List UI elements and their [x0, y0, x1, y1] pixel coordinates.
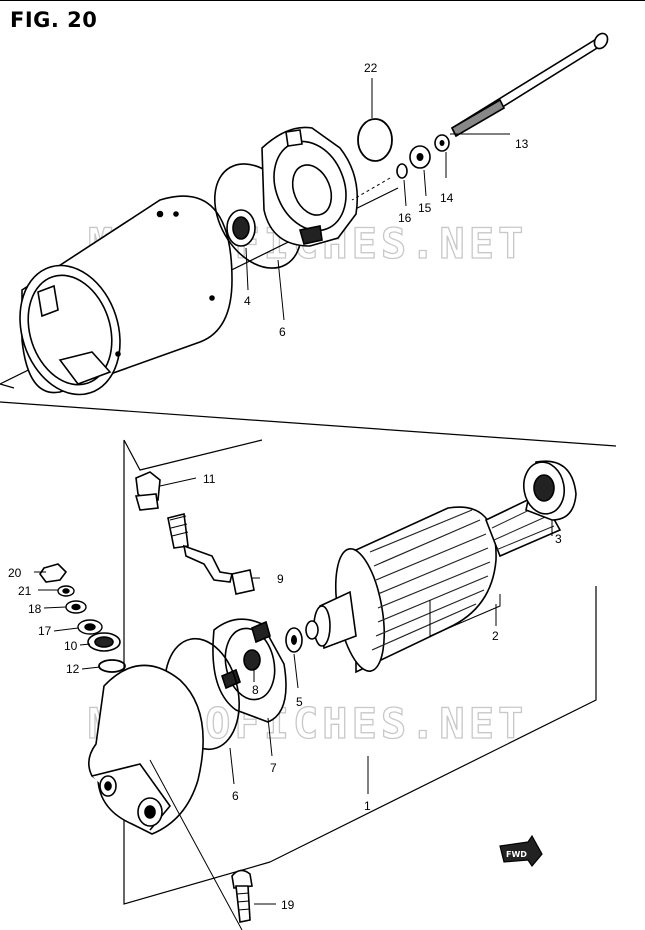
washer-14	[434, 134, 450, 152]
commutator-end-housing	[88, 664, 204, 835]
callout-22: 22	[364, 61, 378, 75]
brush-holder-7	[212, 618, 287, 723]
washer-17	[77, 619, 103, 635]
fwd-direction-badge: FWD	[499, 834, 543, 868]
callout-7: 7	[270, 761, 277, 775]
nut-20	[39, 563, 68, 583]
callout-1: 1	[364, 799, 371, 813]
callout-5: 5	[296, 695, 303, 709]
bottom-leader-lines	[34, 477, 553, 930]
callout-16: 16	[398, 211, 412, 225]
callout-2: 2	[492, 629, 499, 643]
terminal-9	[167, 513, 255, 595]
bearing-3	[522, 460, 577, 521]
callout-6-top: 6	[279, 325, 286, 339]
through-bolt-13	[450, 32, 609, 138]
callout-15: 15	[418, 201, 432, 215]
top-group-base-line	[0, 383, 15, 389]
screw-19	[231, 869, 253, 923]
callout-18: 18	[28, 602, 42, 616]
callout-20: 20	[8, 566, 22, 580]
washer-16	[396, 163, 408, 179]
washer-18	[65, 600, 87, 614]
armature-2	[305, 492, 562, 674]
figure-title: FIG. 20	[10, 8, 98, 32]
washer-21	[57, 585, 75, 597]
end-cover-top	[261, 126, 359, 247]
top-leader-lines	[245, 78, 510, 321]
bearing-4	[226, 209, 256, 247]
bottom-group-frame	[0, 401, 617, 905]
callout-17: 17	[38, 624, 52, 638]
callout-13: 13	[515, 137, 529, 151]
callout-11: 11	[203, 472, 216, 486]
armature-bracket	[429, 594, 501, 637]
callout-10: 10	[64, 639, 78, 653]
washer-5	[285, 627, 303, 653]
top-alignment-line	[351, 177, 391, 201]
washer-15	[409, 145, 431, 169]
bracket-11	[134, 471, 161, 511]
yoke-housing	[19, 195, 233, 396]
insulator-10	[87, 632, 121, 652]
callout-21: 21	[18, 584, 32, 598]
callout-12: 12	[66, 662, 80, 676]
callout-3: 3	[555, 532, 562, 546]
callout-4: 4	[244, 294, 251, 308]
callout-19: 19	[281, 898, 295, 912]
o-ring-22	[357, 118, 393, 162]
callout-14: 14	[440, 191, 454, 205]
o-ring-12	[98, 659, 126, 673]
fwd-badge-text: FWD	[506, 850, 527, 859]
callout-labels: 22 13 14 15 16 4 6 11 3 9 20 21 18 17 10…	[8, 61, 562, 912]
callout-8: 8	[252, 683, 259, 697]
callout-6-bottom: 6	[232, 789, 239, 803]
callout-9: 9	[277, 572, 284, 586]
